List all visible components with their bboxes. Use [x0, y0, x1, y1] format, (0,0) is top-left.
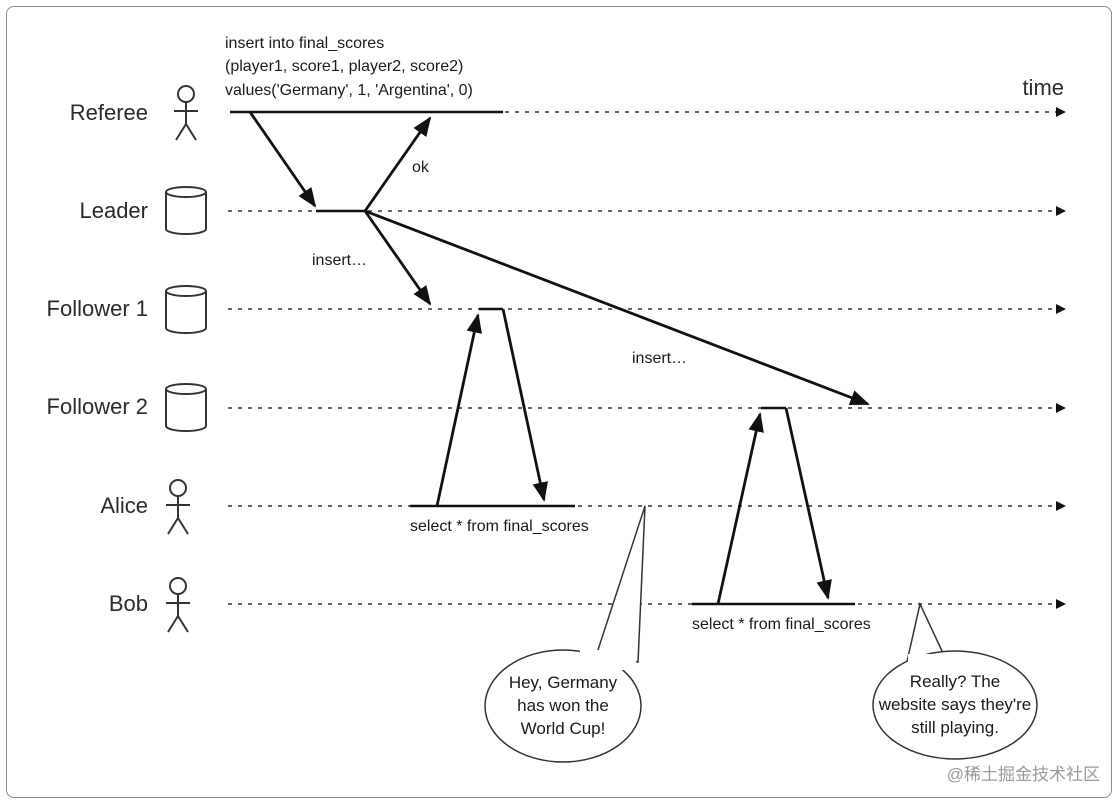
- alice-bubble-line-3: World Cup!: [521, 719, 606, 738]
- alice-bubble-line-1: Hey, Germany: [509, 673, 618, 692]
- bob-read-response-arrow: [784, 407, 832, 600]
- alice-bubble-line-2: has won the: [517, 696, 609, 715]
- alice-read-request-arrow: [435, 313, 482, 507]
- referee-query-line-2: (player1, score1, player2, score2): [225, 58, 463, 75]
- database-icon: [165, 383, 207, 432]
- lane-label-bob: Bob: [109, 591, 148, 616]
- bob-bubble-line-1: Really? The: [910, 672, 1000, 691]
- database-icon: [165, 186, 207, 235]
- bob-speech-bubble: Really? The website says they're still p…: [872, 601, 1038, 760]
- lane-label-follower-2: Follower 2: [47, 394, 148, 419]
- person-icon: [166, 479, 190, 535]
- lane-label-alice: Alice: [100, 493, 148, 518]
- alice-speech-bubble: Hey, Germany has won the World Cup!: [484, 505, 646, 763]
- lane-label-follower-1: Follower 1: [47, 296, 148, 321]
- write-request-arrow: [248, 111, 317, 208]
- bob-bubble-line-3: still playing.: [911, 718, 999, 737]
- time-label: time: [1022, 75, 1064, 100]
- ok-response-arrow: [363, 116, 432, 212]
- bob-bubble-line-2: website says they're: [878, 695, 1032, 714]
- alice-query-label: select * from final_scores: [410, 518, 589, 535]
- lane-label-referee: Referee: [70, 100, 148, 125]
- person-icon: [174, 85, 198, 141]
- bob-read-request-arrow: [716, 412, 764, 605]
- referee-query-line-1: insert into final_scores: [225, 35, 384, 52]
- bob-query-label: select * from final_scores: [692, 616, 871, 633]
- diagram-frame: [6, 6, 1112, 798]
- lane-label-leader: Leader: [79, 198, 148, 223]
- watermark: @稀土掘金技术社区: [947, 765, 1100, 784]
- ok-label: ok: [412, 159, 430, 176]
- person-icon: [166, 577, 190, 633]
- alice-read-response-arrow: [501, 308, 548, 502]
- database-icon: [165, 285, 207, 334]
- insert-label-follower-1: insert…: [312, 252, 367, 269]
- timeline-arrowheads: [1056, 107, 1066, 609]
- replicate-follower-1-arrow: [363, 210, 432, 306]
- referee-query-line-3: values('Germany', 1, 'Argentina', 0): [225, 82, 473, 99]
- insert-label-follower-2: insert…: [632, 350, 687, 367]
- replicate-follower-2-arrow: [364, 209, 870, 406]
